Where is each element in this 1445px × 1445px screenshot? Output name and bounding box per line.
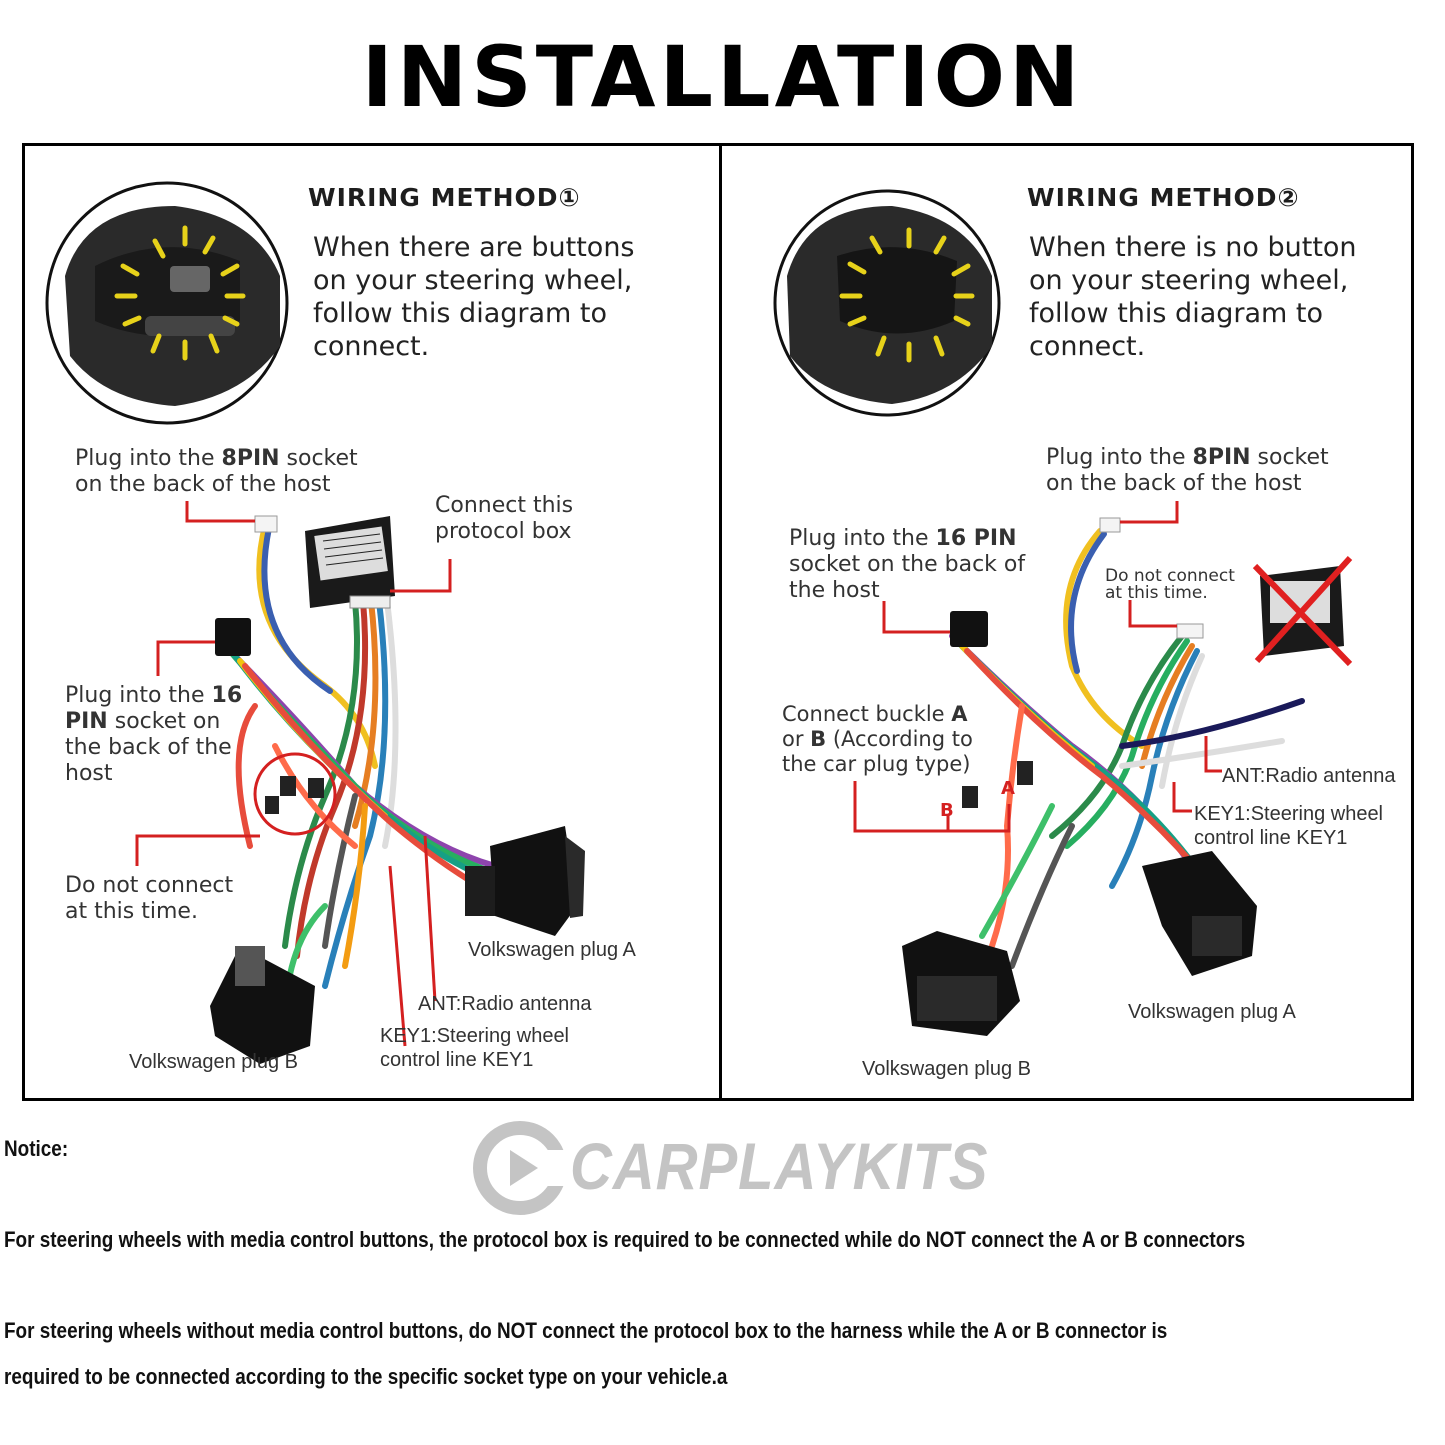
label-protocol-box: Connect this protocol box: [435, 493, 574, 544]
16pin-connector-icon: [215, 618, 251, 656]
buckle-b-connector-icon: [962, 786, 978, 808]
protocol-box-crossed-icon: [1252, 555, 1353, 667]
label-do-not-connect-2: Do not connect at this time.: [1105, 566, 1235, 603]
8pin-connector-icon: [254, 515, 278, 533]
panel-divider: [719, 143, 722, 1101]
label-16pin-socket-2: Plug into the 16 PIN socket on the back …: [789, 526, 1026, 603]
notice-heading: Notice:: [4, 1136, 69, 1161]
method-1-title: WIRING METHOD①: [308, 183, 581, 212]
label-8pin-socket-2: Plug into the 8PIN socket on the back of…: [1046, 445, 1329, 496]
label-volkswagen-plug-a: Volkswagen plug A: [468, 939, 636, 961]
method-2-title: WIRING METHOD②: [1027, 183, 1300, 212]
carplaykits-logo-icon: [473, 1121, 570, 1215]
steering-wheel-no-buttons-icon: [773, 189, 1001, 417]
do-not-connect-highlight: [253, 752, 337, 836]
16pin-connector-icon-2: [950, 611, 988, 647]
watermark-text: CARPLAYKITS: [570, 1129, 989, 1203]
harness-wires-2: [949, 528, 1305, 969]
volkswagen-plug-a-icon: [465, 826, 585, 936]
volkswagen-plug-a-icon-2: [1142, 851, 1257, 976]
annotation-lines-2: [853, 501, 1222, 833]
label-16pin-socket: Plug into the 16 PIN socket on the back …: [65, 683, 243, 786]
notice-line-2: For steering wheels without media contro…: [4, 1318, 1168, 1343]
label-connect-buckle: Connect buckle A or B (According to the …: [782, 702, 973, 776]
wiring-diagram-1: [45, 181, 585, 1064]
volkswagen-plug-b-icon-2: [902, 931, 1020, 1036]
label-ant-radio-antenna: ANT:Radio antenna: [418, 993, 592, 1015]
label-volkswagen-plug-b-2: Volkswagen plug B: [862, 1058, 1032, 1080]
notice-line-1: For steering wheels with media control b…: [4, 1227, 1246, 1252]
buckle-a-connector-icon: [1017, 761, 1033, 785]
buckle-connector-icon: [280, 776, 296, 796]
annotation-lines: [135, 501, 452, 1047]
protocol-box-icon: [305, 516, 395, 609]
method-2-description: When there is no button on your steering…: [1029, 232, 1357, 362]
label-key1-steering-wheel-2: KEY1:Steering wheel control line KEY1: [1194, 803, 1384, 849]
wiring-diagram-2: [773, 189, 1353, 1036]
label-key1-steering-wheel: KEY1:Steering wheel control line KEY1: [380, 1025, 570, 1071]
label-volkswagen-plug-b: Volkswagen plug B: [129, 1051, 299, 1073]
label-volkswagen-plug-a-2: Volkswagen plug A: [1128, 1001, 1296, 1023]
diagram-frame: [22, 143, 1414, 1101]
method-1-description: When there are buttons on your steering …: [313, 232, 635, 362]
label-8pin-socket: Plug into the 8PIN socket on the back of…: [75, 446, 358, 497]
notice-line-3: required to be connected according to th…: [4, 1364, 728, 1389]
label-do-not-connect: Do not connect at this time.: [65, 873, 234, 924]
steering-wheel-buttons-icon: [45, 181, 289, 425]
wiring-method-1-panel: WIRING METHOD① When there are buttons on…: [25, 146, 719, 1098]
volkswagen-plug-b-icon: [210, 946, 315, 1064]
wiring-method-2-panel: WIRING METHOD② When there is no button o…: [722, 146, 1411, 1098]
harness-wires: [222, 523, 518, 1029]
page-title: INSTALLATION: [361, 28, 1084, 126]
carplaykits-watermark: CARPLAYKITS: [470, 1118, 988, 1218]
marker-b: B: [940, 800, 954, 821]
label-ant-radio-antenna-2: ANT:Radio antenna: [1222, 765, 1396, 787]
marker-a: A: [1001, 778, 1015, 799]
8pin-connector-icon-2: [1099, 517, 1121, 533]
